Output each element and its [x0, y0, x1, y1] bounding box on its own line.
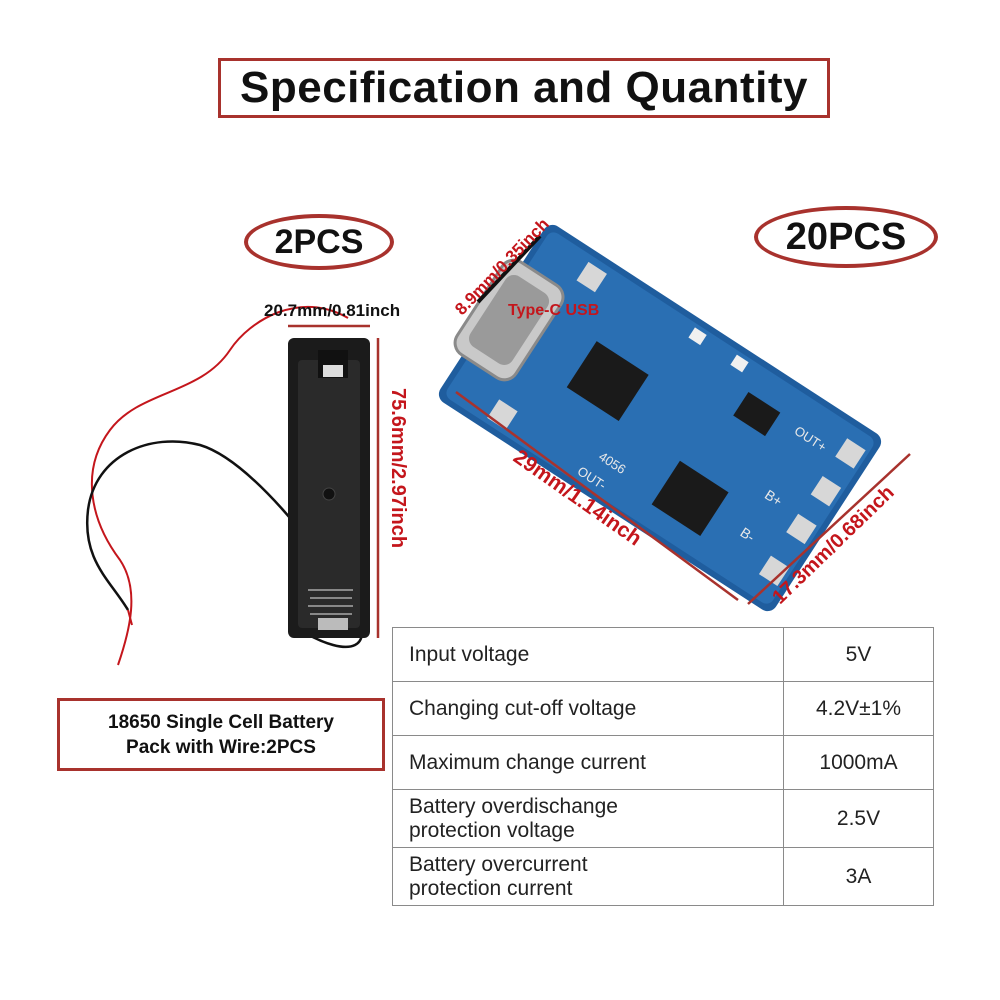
- spec-label-line2: protection voltage: [409, 818, 575, 842]
- module-length-line: [455, 390, 739, 602]
- page-title: Specification and Quantity: [240, 63, 808, 112]
- spec-value: 4.2V±1%: [783, 681, 934, 736]
- spec-label-line2: protection current: [409, 876, 573, 900]
- spec-table: Input voltage 5V Changing cut-off voltag…: [392, 627, 934, 906]
- spec-label-line1: Battery overcurrent: [409, 852, 588, 876]
- holder-caption-line1: 18650 Single Cell Battery: [108, 711, 334, 733]
- spec-value: 2.5V: [783, 789, 934, 848]
- holder-height-dim: 75.6mm/2.97inch: [387, 388, 409, 548]
- table-row: Maximum change current 1000mA: [392, 735, 934, 790]
- module-width-line: [747, 453, 911, 605]
- title-box: Specification and Quantity: [218, 58, 830, 118]
- spec-label: Maximum change current: [392, 735, 784, 790]
- holder-caption-line2: Pack with Wire:2PCS: [126, 736, 316, 758]
- spec-value: 3A: [783, 847, 934, 906]
- table-row: Battery overcurrent protection current 3…: [392, 847, 934, 906]
- usb-dim-line: [476, 234, 542, 304]
- red-wire: [90, 305, 349, 666]
- spec-label: Changing cut-off voltage: [392, 681, 784, 736]
- spec-label: Battery overcurrent protection current: [392, 847, 784, 906]
- holder-width-dim: 20.7mm/0.81inch: [264, 301, 400, 320]
- spec-label-line1: Battery overdischange: [409, 794, 618, 818]
- spec-label: Input voltage: [392, 627, 784, 682]
- charger-module-image: 4056 OUT+ B+ B- OUT-: [438, 224, 882, 612]
- holder-caption-box: 18650 Single Cell Battery Pack with Wire…: [57, 698, 385, 771]
- usb-label: Type-C USB: [508, 302, 599, 319]
- table-row: Battery overdischange protection voltage…: [392, 789, 934, 848]
- table-row: Input voltage 5V: [392, 627, 934, 682]
- battery-holder-image: [288, 338, 370, 638]
- holder-quantity-badge: 2PCS: [244, 214, 394, 270]
- spec-value: 1000mA: [783, 735, 934, 790]
- spec-label: Battery overdischange protection voltage: [392, 789, 784, 848]
- module-quantity-badge: 20PCS: [754, 206, 938, 268]
- table-row: Changing cut-off voltage 4.2V±1%: [392, 681, 934, 736]
- spec-value: 5V: [783, 627, 934, 682]
